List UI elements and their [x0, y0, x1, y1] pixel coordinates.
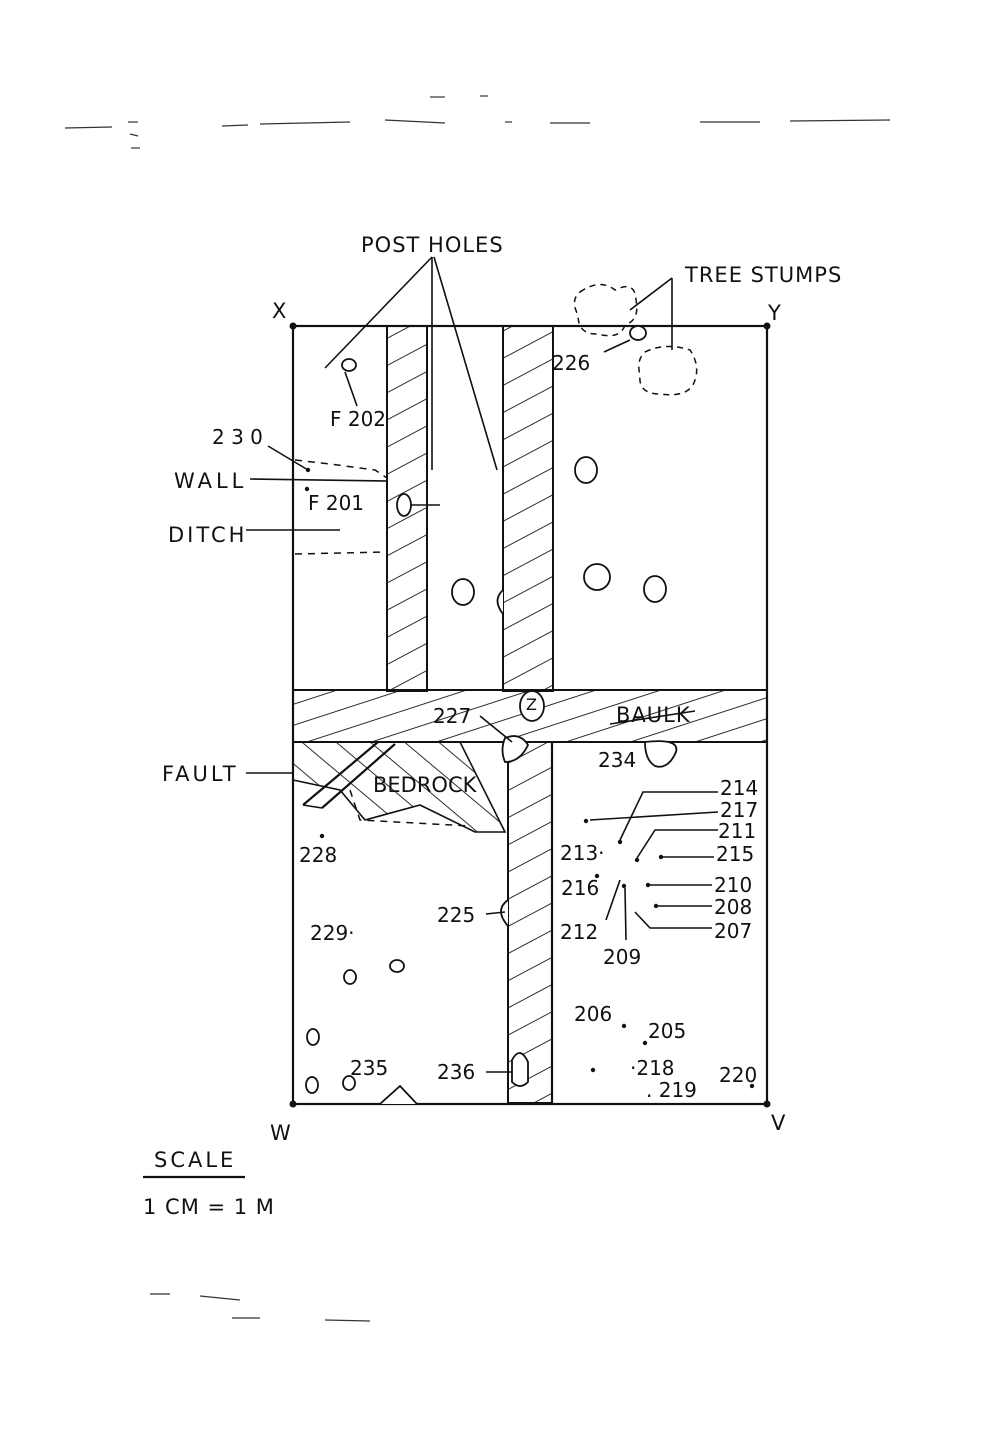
feature-210: 210 — [714, 873, 752, 897]
find-points — [304, 467, 755, 1089]
tree-stump-icons — [573, 283, 698, 396]
post-hole-shapes — [305, 358, 678, 1105]
feature-208: 208 — [714, 895, 752, 919]
feature-229: 229· — [310, 921, 355, 945]
trench-wall-east — [502, 325, 554, 692]
feature-225: 225 — [437, 903, 475, 927]
feature-228: 228 — [299, 843, 337, 867]
feature-206: 206 — [574, 1002, 612, 1026]
feature-216: 216 — [561, 876, 599, 900]
scale-title: SCALE — [154, 1148, 236, 1172]
feature-211: 211 — [718, 819, 756, 843]
feature-212: 212 — [560, 920, 598, 944]
corner-label-v: V — [771, 1111, 786, 1135]
fault-label: FAULT — [162, 762, 239, 786]
feature-230: 2 3 0 — [212, 425, 263, 449]
scale-block: SCALE 1 CM = 1 M — [143, 1148, 275, 1219]
corner-label-y: Y — [767, 301, 782, 325]
baulk-label: BAULK — [616, 703, 691, 727]
scan-marks — [64, 95, 891, 1322]
post-holes-label: POST HOLES — [361, 233, 504, 257]
feature-226: 226 — [552, 351, 590, 375]
trench-wall-south — [507, 741, 553, 1104]
tree-stumps-label: TREE STUMPS — [684, 263, 842, 287]
corner-label-x: X — [272, 299, 287, 323]
feature-235: 235 — [350, 1056, 388, 1080]
scale-value: 1 CM = 1 M — [143, 1195, 275, 1219]
plan-labels: X Y W V POST HOLES TREE STUMPS WALL DITC… — [162, 233, 842, 1145]
feature-218: ·218 — [630, 1056, 675, 1080]
feature-f201: F 201 — [308, 491, 364, 515]
feature-227: 227 — [433, 704, 471, 728]
feature-f202: F 202 — [330, 407, 386, 431]
feature-207: 207 — [714, 919, 752, 943]
z-marker-label: Z — [526, 695, 537, 714]
feature-219: . 219 — [646, 1078, 697, 1102]
fault-line — [302, 741, 396, 809]
feature-215: 215 — [716, 842, 754, 866]
feature-214: 214 — [720, 776, 758, 800]
feature-220: 220 — [719, 1063, 757, 1087]
ditch-label: DITCH — [168, 523, 247, 547]
feature-236: 236 — [437, 1060, 475, 1084]
dashed-outlines — [294, 459, 471, 827]
bedrock-area — [292, 741, 507, 833]
bedrock-label: BEDROCK — [373, 773, 478, 797]
feature-213: 213· — [560, 841, 605, 865]
wall-label: WALL — [174, 469, 247, 493]
corner-label-w: W — [270, 1121, 292, 1145]
site-boundary — [289, 322, 771, 1108]
feature-205: 205 — [648, 1019, 686, 1043]
feature-234: 234 — [598, 748, 636, 772]
feature-209: 209 — [603, 945, 641, 969]
leader-lines — [246, 256, 719, 1073]
feature-217: 217 — [720, 798, 758, 822]
